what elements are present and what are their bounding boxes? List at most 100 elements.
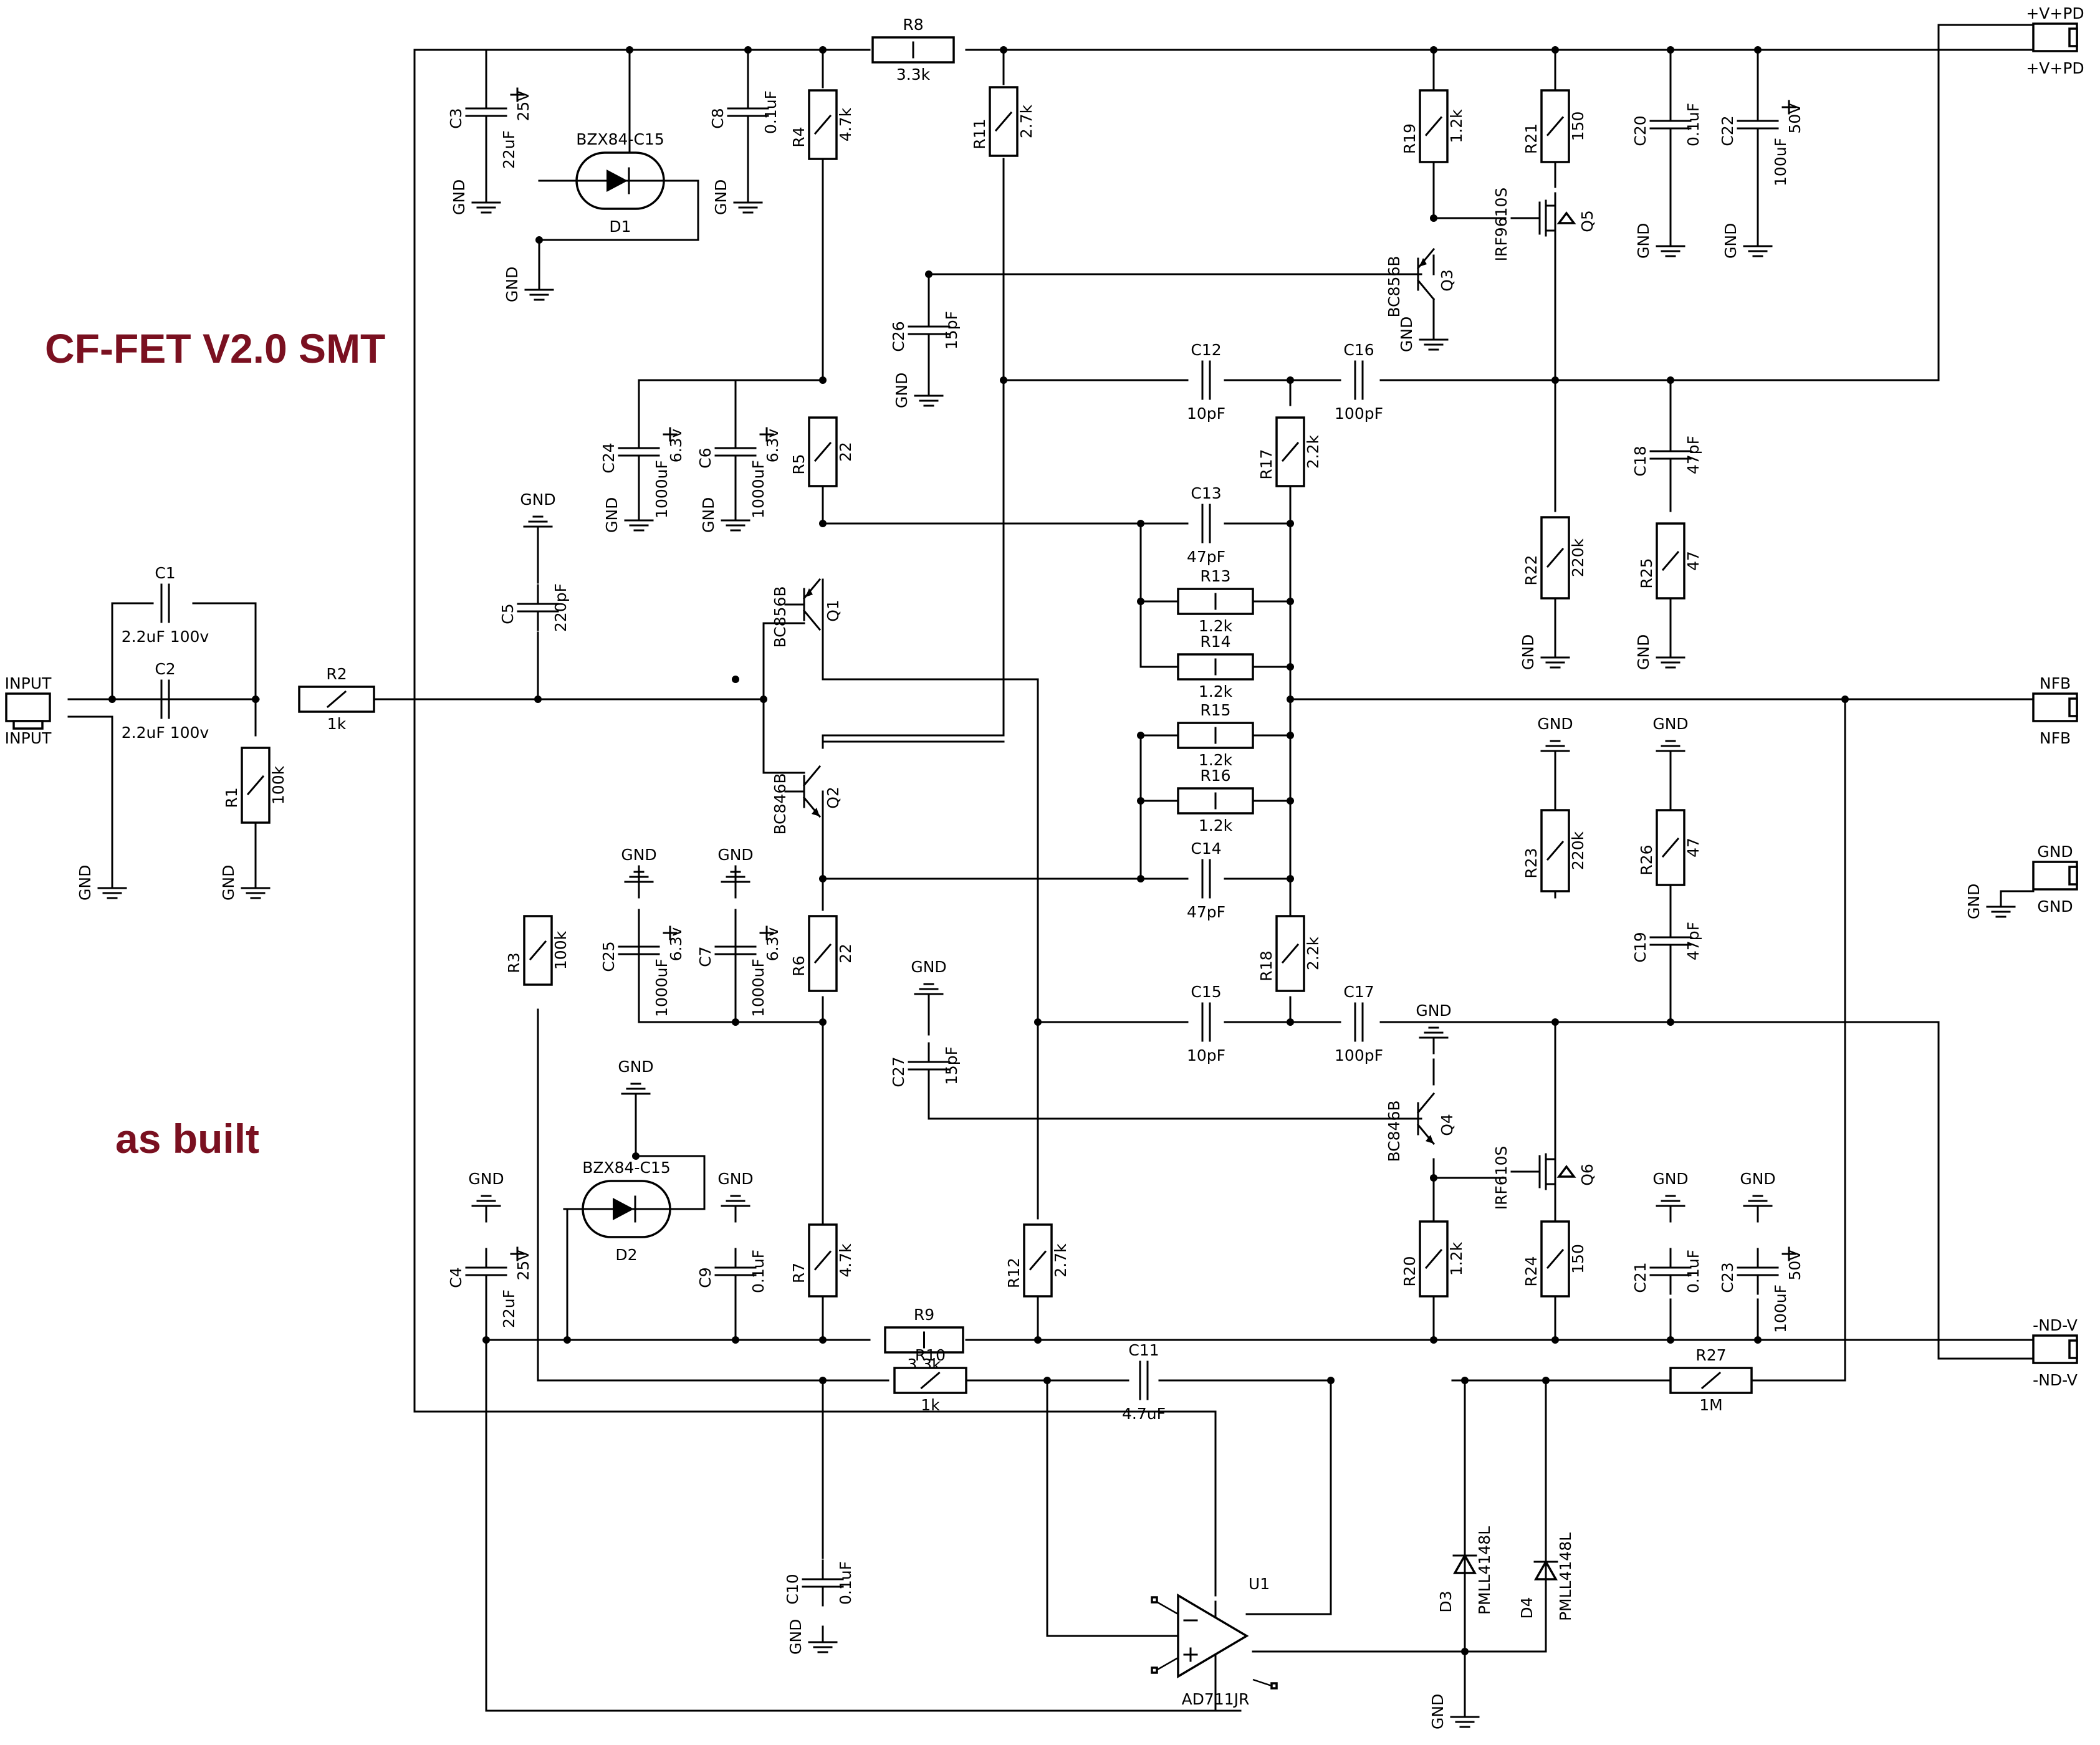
capacitor-ref: C25 (600, 941, 618, 972)
resistor-value: 100k (552, 930, 570, 970)
gnd-label: GND (893, 373, 911, 408)
resistor-ref: R18 (1257, 950, 1275, 981)
capacitor-rating: 6.3v (764, 927, 782, 962)
gnd-symbol: GND (1634, 223, 1685, 259)
diode-part: BZX84-C15 (582, 1159, 671, 1177)
capacitor-value: 15pF (942, 311, 961, 350)
resistor-value: 47 (1684, 838, 1702, 858)
gnd-symbol: GND (603, 497, 654, 533)
resistor-ref: R12 (1005, 1258, 1023, 1288)
gnd-symbol: GND (699, 497, 750, 533)
capacitor-ref: C11 (1128, 1341, 1159, 1359)
resistor-value: 1k (327, 715, 347, 733)
capacitor-value: 0.1uF (837, 1561, 855, 1605)
gnd-label: GND (699, 497, 717, 533)
resistor-value: 1.2k (1447, 1241, 1465, 1276)
resistor-ref: R3 (505, 952, 523, 973)
connector-label: +V+PD (2026, 4, 2084, 22)
resistor-value: 150 (1569, 112, 1587, 141)
resistor-ref: R16 (1200, 767, 1230, 785)
capacitor-C2: C22.2uF 100v (122, 660, 209, 742)
gnd-symbol: GND (1429, 1694, 1480, 1729)
capacitor-ref: C4 (447, 1267, 465, 1288)
wires (67, 24, 2035, 1712)
resistor-value: 1.2k (1199, 816, 1233, 834)
capacitor-ref: C18 (1631, 446, 1649, 476)
resistor-value: 3.3k (896, 65, 931, 84)
diode-ref: D1 (609, 218, 631, 236)
capacitor-value: 10pF (1187, 404, 1225, 423)
resistor-ref: R14 (1200, 633, 1230, 651)
opamp-ref: U1 (1249, 1575, 1270, 1593)
gnd-symbol: GND (1398, 317, 1449, 352)
gnd-label: GND (1652, 1170, 1688, 1188)
resistor-ref: R20 (1401, 1256, 1419, 1286)
resistor-ref: R1 (223, 787, 241, 808)
connector-label: NFB (2040, 674, 2071, 692)
gnd-symbol: GND (1634, 634, 1685, 670)
gnd-label: GND (618, 1058, 653, 1076)
gnd-symbol: GND (1519, 634, 1570, 670)
capacitor-ref: C13 (1191, 484, 1221, 502)
resistor-value: 2.7k (1052, 1243, 1070, 1278)
connector-label: GND (2037, 843, 2073, 861)
junctions (108, 46, 1849, 1655)
gnd-symbol: GND (717, 1170, 754, 1223)
gnd-label: GND (76, 865, 94, 901)
resistor-ref: R2 (326, 665, 347, 683)
capacitor-ref: C21 (1631, 1262, 1649, 1293)
capacitor-value: 4.7uF (1122, 1405, 1166, 1423)
resistor-R2: R2 1k (298, 665, 375, 733)
schematic-subtitle: as built (115, 1116, 259, 1162)
gnd-label: GND (1634, 223, 1652, 259)
resistor-ref: R27 (1695, 1346, 1726, 1364)
capacitor-ref: C20 (1631, 115, 1649, 146)
resistor-R12: R12 2.7k (1005, 1223, 1070, 1298)
capacitor-value: 22uF (500, 130, 518, 169)
resistor-ref: R11 (971, 118, 989, 149)
resistor-R16: R16 1.2k (1177, 767, 1254, 834)
capacitor-value: 0.1uF (1684, 1250, 1702, 1293)
capacitor-C26: C26 15pF (889, 307, 961, 354)
capacitor-value: 22uF (500, 1289, 518, 1328)
gnd-label: GND (450, 179, 468, 215)
capacitor-value: 47pF (1187, 548, 1225, 566)
capacitor-ref: C15 (1191, 983, 1221, 1001)
gnd-label: GND (219, 865, 237, 901)
resistor-ref: R9 (914, 1306, 934, 1324)
transistor-ref: Q5 (1578, 210, 1596, 232)
capacitor-ref: C26 (889, 321, 908, 351)
connector-label: INPUT (5, 674, 52, 692)
resistor-value: 22 (837, 442, 855, 462)
capacitor-value: 100pF (1335, 1046, 1383, 1064)
gnd-label: GND (468, 1170, 504, 1188)
schematic-title: CF-FET V2.0 SMT (45, 325, 385, 371)
diode-part: PMLL4148L (1475, 1526, 1493, 1615)
resistor-ref: R6 (790, 955, 808, 976)
resistor-ref: R10 (915, 1346, 946, 1364)
resistor-R3: R3 100k (505, 915, 570, 986)
capacitor-rating: 6.3v (764, 429, 782, 463)
gnd-label: GND (717, 846, 753, 864)
resistor-ref: R15 (1200, 701, 1230, 719)
resistor-ref: R24 (1522, 1256, 1540, 1286)
gnd-symbol: GND (712, 179, 763, 215)
